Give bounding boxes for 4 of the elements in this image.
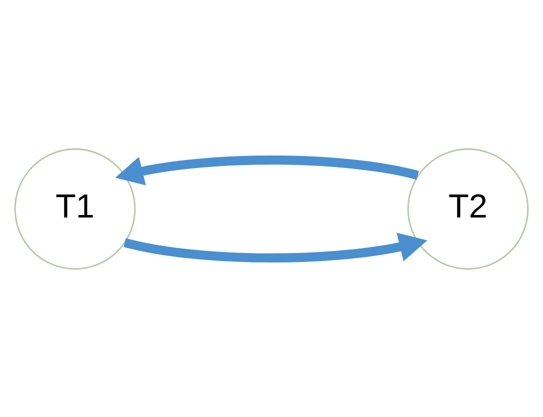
arrow [124,232,428,262]
node-circle: T2 [407,148,529,270]
arrow [115,155,419,185]
node-circle: T1 [14,148,136,270]
